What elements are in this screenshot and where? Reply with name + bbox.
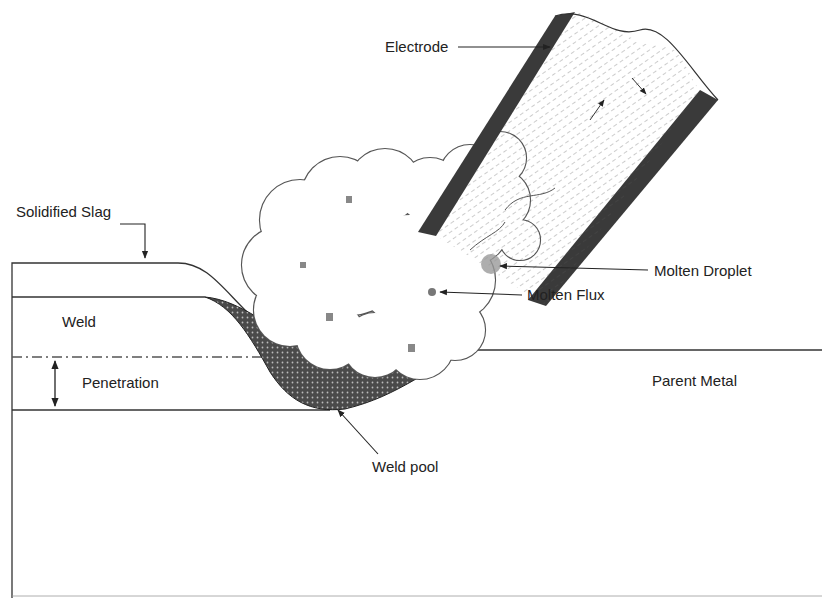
dimension-label: Penetration [82, 374, 159, 392]
leader-lines [120, 47, 648, 454]
electrode [418, 12, 718, 306]
part-label: Parent Metal [652, 372, 737, 390]
part-label: Weld [62, 313, 96, 331]
part-label: Electrode [385, 38, 448, 56]
molten-droplet [481, 254, 501, 274]
part-label: Weld pool [372, 458, 438, 476]
part-label: Solidified Slag [16, 203, 111, 221]
part-label: Molten Flux [527, 286, 605, 304]
flux-particles [300, 196, 436, 352]
penetration-arrow [54, 361, 55, 406]
part-label: Molten Droplet [654, 262, 752, 280]
gas-flow-arrows [590, 78, 646, 120]
